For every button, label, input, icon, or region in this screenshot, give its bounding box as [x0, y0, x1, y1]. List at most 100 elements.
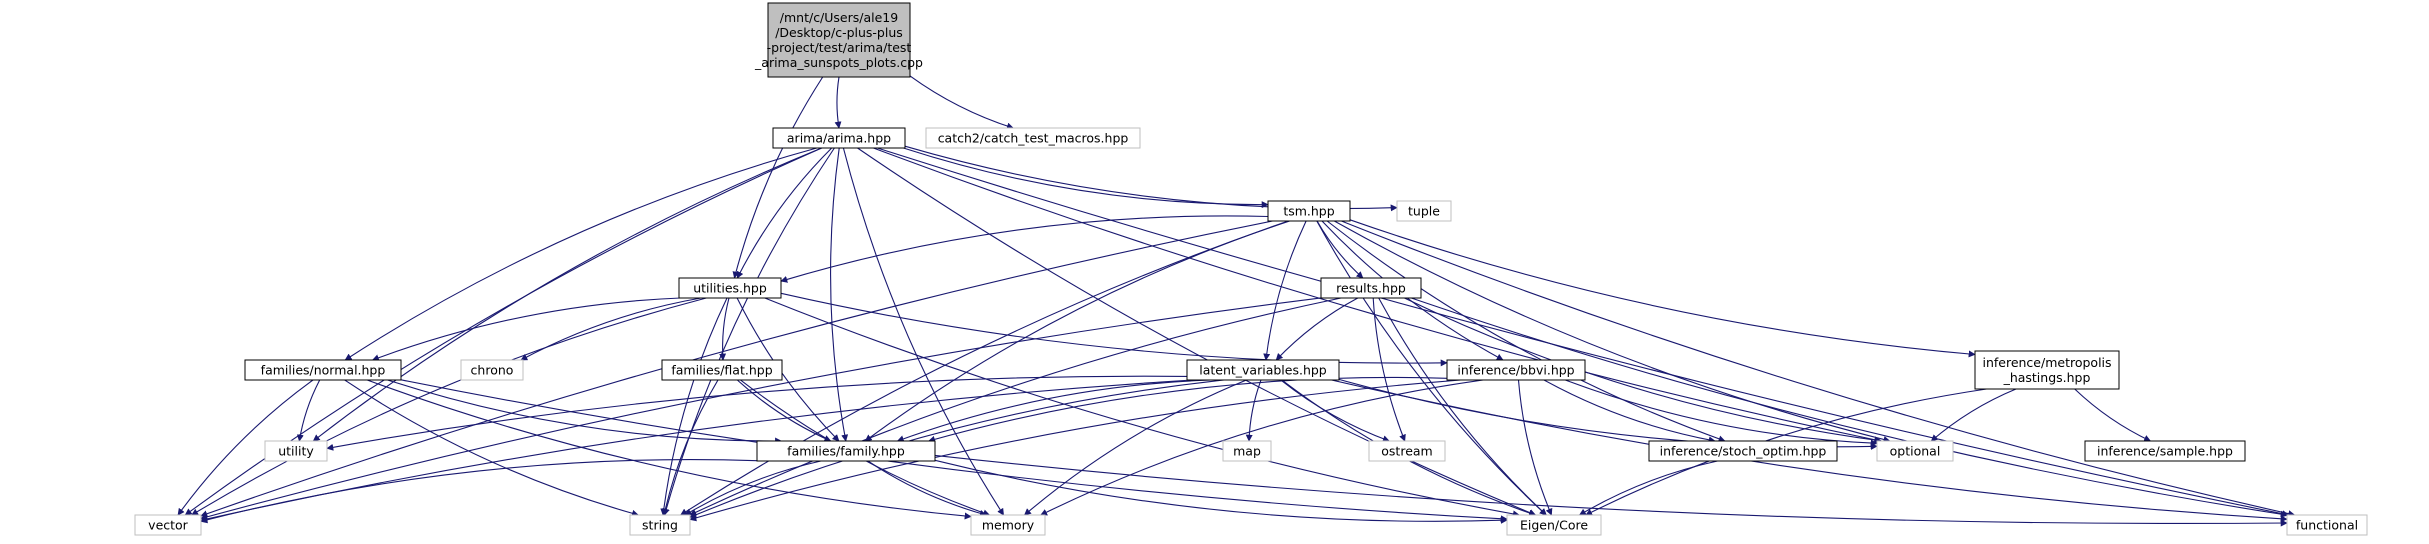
node-chrono[interactable]: chrono: [460, 359, 524, 381]
edge-utilities-to-chrono: [520, 297, 702, 361]
node-mnt-c-users-ale19-desktop-c-plus-plus-project-test-arima-test-arima-sunspots-plots-cpp: /mnt/c/Users/ale19/Desktop/c-plus-plus-p…: [754, 2, 923, 78]
node-eigen-core[interactable]: Eigen/Core: [1506, 514, 1602, 536]
edge-utilities-to-vector: [191, 297, 707, 516]
node-box: [1974, 350, 2120, 390]
edge-bbvi-to-eigen: [1517, 379, 1553, 516]
edge-utilities-to-string: [660, 297, 728, 516]
edge-normal-to-vector: [177, 379, 314, 516]
node-inference-bbvi-hpp[interactable]: inference/bbvi.hpp: [1446, 359, 1586, 381]
node-utilities-hpp[interactable]: utilities.hpp: [678, 277, 782, 299]
edge-root-to-utilities: [732, 76, 824, 279]
edge-root-to-arima: [834, 76, 842, 129]
node-functional[interactable]: functional: [2286, 514, 2368, 536]
edge-metropolis-to-optional: [1930, 388, 2017, 442]
node-map[interactable]: map: [1222, 440, 1272, 462]
node-box: [1648, 440, 1838, 462]
edge-tsm-to-vector: [200, 220, 1273, 518]
node-arima-arima-hpp[interactable]: arima/arima.hpp: [772, 127, 906, 149]
node-inference-sample-hpp[interactable]: inference/sample.hpp: [2084, 440, 2246, 462]
edge-arima-to-tsm: [903, 147, 1269, 209]
node-utility[interactable]: utility: [264, 440, 328, 462]
node-catch2-catch-test-macros-hpp[interactable]: catch2/catch_test_macros.hpp: [925, 127, 1141, 149]
node-box: [1222, 440, 1272, 462]
node-label: families/family.hpp: [787, 444, 905, 459]
edge-family-to-memory: [867, 460, 987, 517]
node-tsm-hpp[interactable]: tsm.hpp: [1267, 200, 1351, 222]
edge-results-to-optional: [1404, 297, 1883, 444]
node-box: [1876, 440, 1954, 462]
node-box: [460, 359, 524, 381]
node-inference-metropolis-hastings-hpp[interactable]: inference/metropolis_hastings.hpp: [1974, 350, 2120, 390]
edge-arima-to-eigen: [857, 147, 1537, 516]
node-box: [244, 359, 402, 381]
node-families-normal-hpp[interactable]: families/normal.hpp: [244, 359, 402, 381]
node-families-family-hpp[interactable]: families/family.hpp: [756, 440, 936, 462]
edge-tsm-to-latent: [1263, 220, 1307, 361]
edge-utilities-to-bbvi: [780, 292, 1448, 367]
edge-tsm-to-functional: [1341, 220, 2296, 518]
node-string[interactable]: string: [629, 514, 691, 536]
edge-latent-to-ostream: [1280, 379, 1390, 443]
edge-normal-to-string: [344, 379, 639, 517]
edge-latent-to-functional: [1331, 379, 2288, 523]
node-label: ostream: [1381, 444, 1432, 459]
edge-results-to-eigen: [1378, 297, 1547, 516]
node-label: memory: [982, 518, 1035, 533]
node-box: [925, 127, 1141, 149]
edge-arima-to-family: [830, 147, 849, 442]
node-label: arima/arima.hpp: [787, 131, 891, 146]
node-label: families/normal.hpp: [261, 363, 386, 378]
node-label: /mnt/c/Users/ale19: [780, 10, 898, 25]
edge-tsm-to-utilities: [780, 215, 1269, 283]
node-label: tuple: [1408, 204, 1440, 219]
node-ostream[interactable]: ostream: [1368, 440, 1446, 462]
node-results-hpp[interactable]: results.hpp: [1320, 277, 1422, 299]
node-label: Eigen/Core: [1520, 518, 1588, 533]
node-label: families/flat.hpp: [671, 363, 772, 378]
edges: [177, 75, 2296, 527]
node-tuple[interactable]: tuple: [1396, 200, 1452, 222]
node-label: -project/test/arima/test: [767, 40, 912, 55]
edge-bbvi-to-string: [689, 379, 1461, 522]
edge-arima-to-string: [662, 147, 835, 516]
node-vector[interactable]: vector: [134, 514, 202, 536]
node-box: [2084, 440, 2246, 462]
edge-family-to-string: [684, 460, 822, 516]
node-box: [1368, 440, 1446, 462]
edge-family-to-eigen: [934, 459, 1508, 524]
edge-latent-to-map: [1245, 379, 1262, 442]
node-label: inference/stoch_optim.hpp: [1660, 444, 1827, 459]
node-label: inference/bbvi.hpp: [1457, 363, 1574, 378]
node-label: functional: [2296, 518, 2358, 533]
edge-stoch-to-eigen: [1578, 460, 1718, 516]
edge-metropolis-to-sample: [2074, 388, 2152, 442]
node-label: results.hpp: [1336, 281, 1406, 296]
edge-latent-to-family: [896, 379, 1212, 443]
edge-flat-to-family: [736, 379, 832, 442]
node-label: inference/sample.hpp: [2097, 444, 2233, 459]
edge-latent-to-memory: [1023, 379, 1247, 516]
edge-results-to-vector: [200, 297, 1322, 521]
edge-normal-to-utility: [296, 379, 321, 442]
edge-bbvi-to-memory: [1040, 379, 1484, 516]
edge-family-to-vector: [200, 459, 758, 524]
node-optional[interactable]: optional: [1876, 440, 1954, 462]
node-box: [134, 514, 202, 536]
node-inference-stoch-optim-hpp[interactable]: inference/stoch_optim.hpp: [1648, 440, 1838, 462]
edge-root-to-catch: [909, 75, 1014, 130]
node-box: [661, 359, 783, 381]
node-box: [678, 277, 782, 299]
edge-latent-to-utility: [326, 375, 1188, 451]
node-box: [1186, 359, 1340, 381]
edge-utilities-to-flat: [719, 297, 730, 361]
node-memory[interactable]: memory: [970, 514, 1046, 536]
edge-bbvi-to-stoch: [1543, 379, 1716, 444]
edge-tsm-to-results: [1316, 220, 1364, 279]
edge-results-to-string: [689, 297, 1342, 516]
node-latent-variables-hpp[interactable]: latent_variables.hpp: [1186, 359, 1340, 381]
node-box: [772, 127, 906, 149]
node-label: _hastings.hpp: [2003, 370, 2091, 385]
edge-arima-to-utilities: [736, 147, 833, 279]
nodes: /mnt/c/Users/ale19/Desktop/c-plus-plus-p…: [134, 2, 2368, 536]
node-families-flat-hpp[interactable]: families/flat.hpp: [661, 359, 783, 381]
